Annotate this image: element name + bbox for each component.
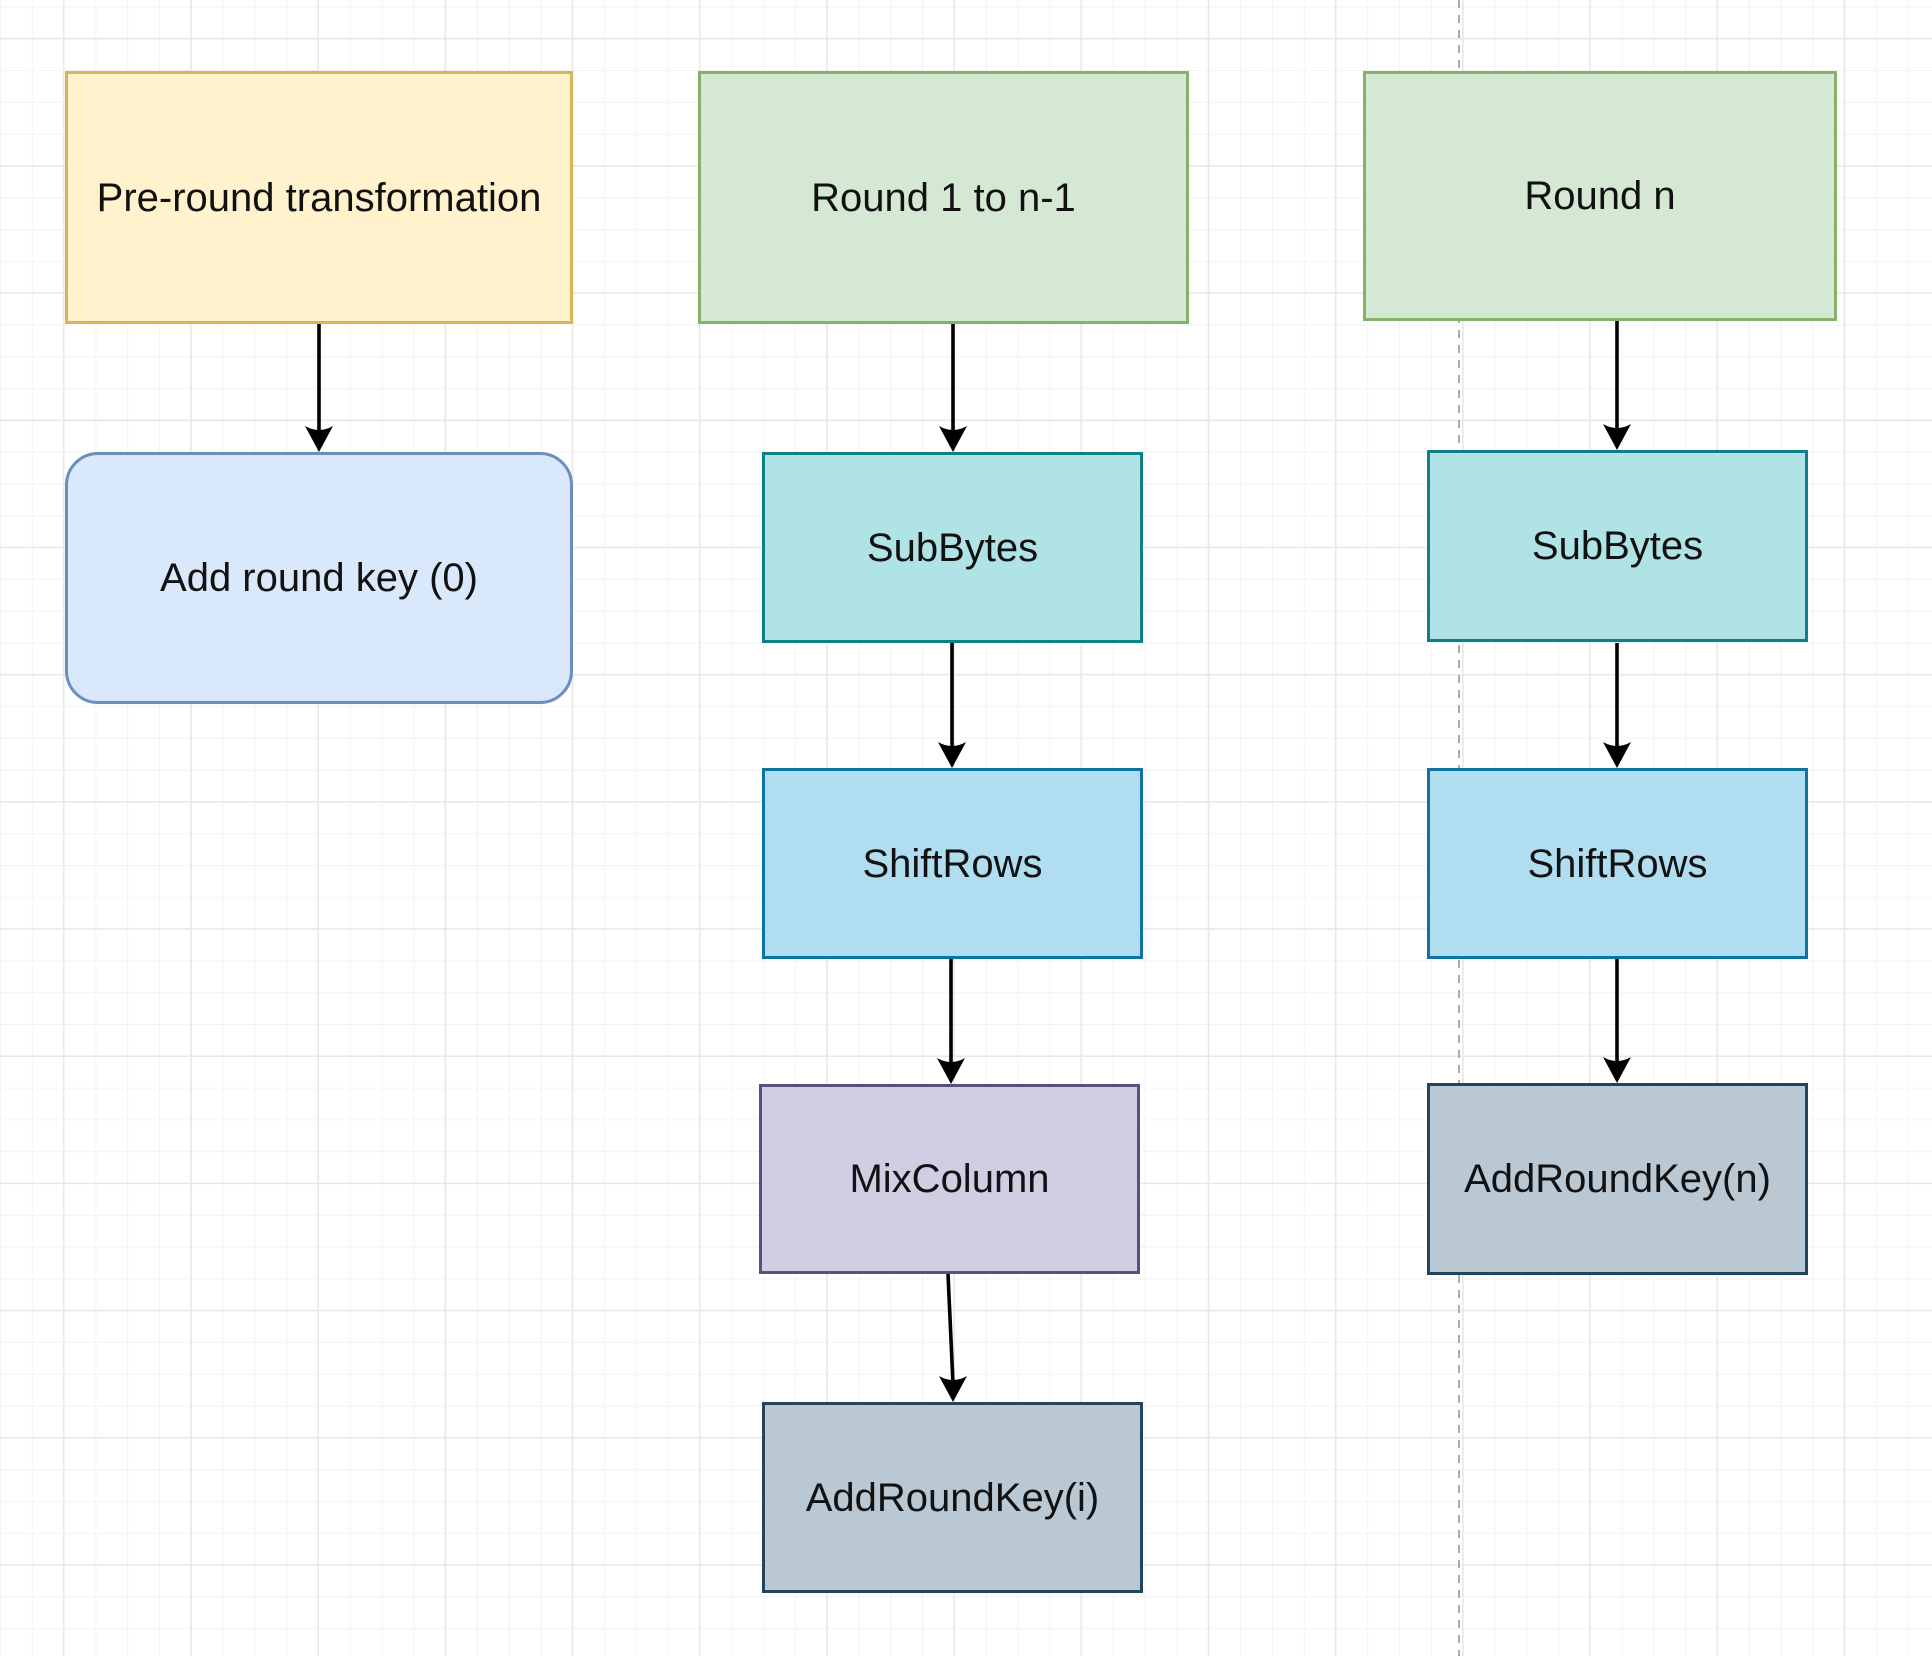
node-label: Round 1 to n-1 — [811, 175, 1076, 220]
node-subbytes-right[interactable]: SubBytes — [1427, 450, 1808, 642]
arrow-roundn-to-subbytes[interactable] — [1603, 321, 1631, 450]
node-label: AddRoundKey(n) — [1464, 1157, 1771, 1201]
node-addroundkey-n[interactable]: AddRoundKey(n) — [1427, 1083, 1808, 1275]
node-pre-round-transformation[interactable]: Pre-round transformation — [65, 71, 573, 324]
arrow-preround-to-addroundkey0[interactable] — [305, 324, 333, 452]
arrow-shiftrows-to-mixcolumn[interactable] — [937, 959, 965, 1084]
arrow-shiftrows-to-addroundkeyn[interactable] — [1603, 959, 1631, 1083]
node-round-1-to-n-1[interactable]: Round 1 to n-1 — [698, 71, 1189, 324]
arrow-subbytes-to-shiftrows-right[interactable] — [1603, 643, 1631, 768]
node-label: MixColumn — [849, 1157, 1050, 1201]
node-subbytes-mid[interactable]: SubBytes — [762, 452, 1143, 643]
node-round-n[interactable]: Round n — [1363, 71, 1837, 321]
arrow-subbytes-to-shiftrows-mid[interactable] — [938, 643, 966, 768]
node-label: Pre-round transformation — [96, 175, 542, 220]
arrow-round1n-to-subbytes[interactable] — [939, 324, 967, 452]
node-label: ShiftRows — [1527, 841, 1708, 886]
node-shiftrows-right[interactable]: ShiftRows — [1427, 768, 1808, 959]
node-label: SubBytes — [1531, 524, 1704, 568]
node-label: SubBytes — [866, 525, 1039, 570]
arrow-mixcolumn-to-addroundkeyi[interactable] — [939, 1273, 967, 1402]
node-label: Round n — [1524, 174, 1676, 218]
node-shiftrows-mid[interactable]: ShiftRows — [762, 768, 1143, 959]
node-add-round-key-0[interactable]: Add round key (0) — [65, 452, 573, 704]
node-label: AddRoundKey(i) — [805, 1475, 1100, 1520]
node-mixcolumn[interactable]: MixColumn — [759, 1084, 1140, 1274]
node-label: Add round key (0) — [160, 556, 478, 600]
node-label: ShiftRows — [862, 841, 1043, 886]
node-addroundkey-i[interactable]: AddRoundKey(i) — [762, 1402, 1143, 1593]
